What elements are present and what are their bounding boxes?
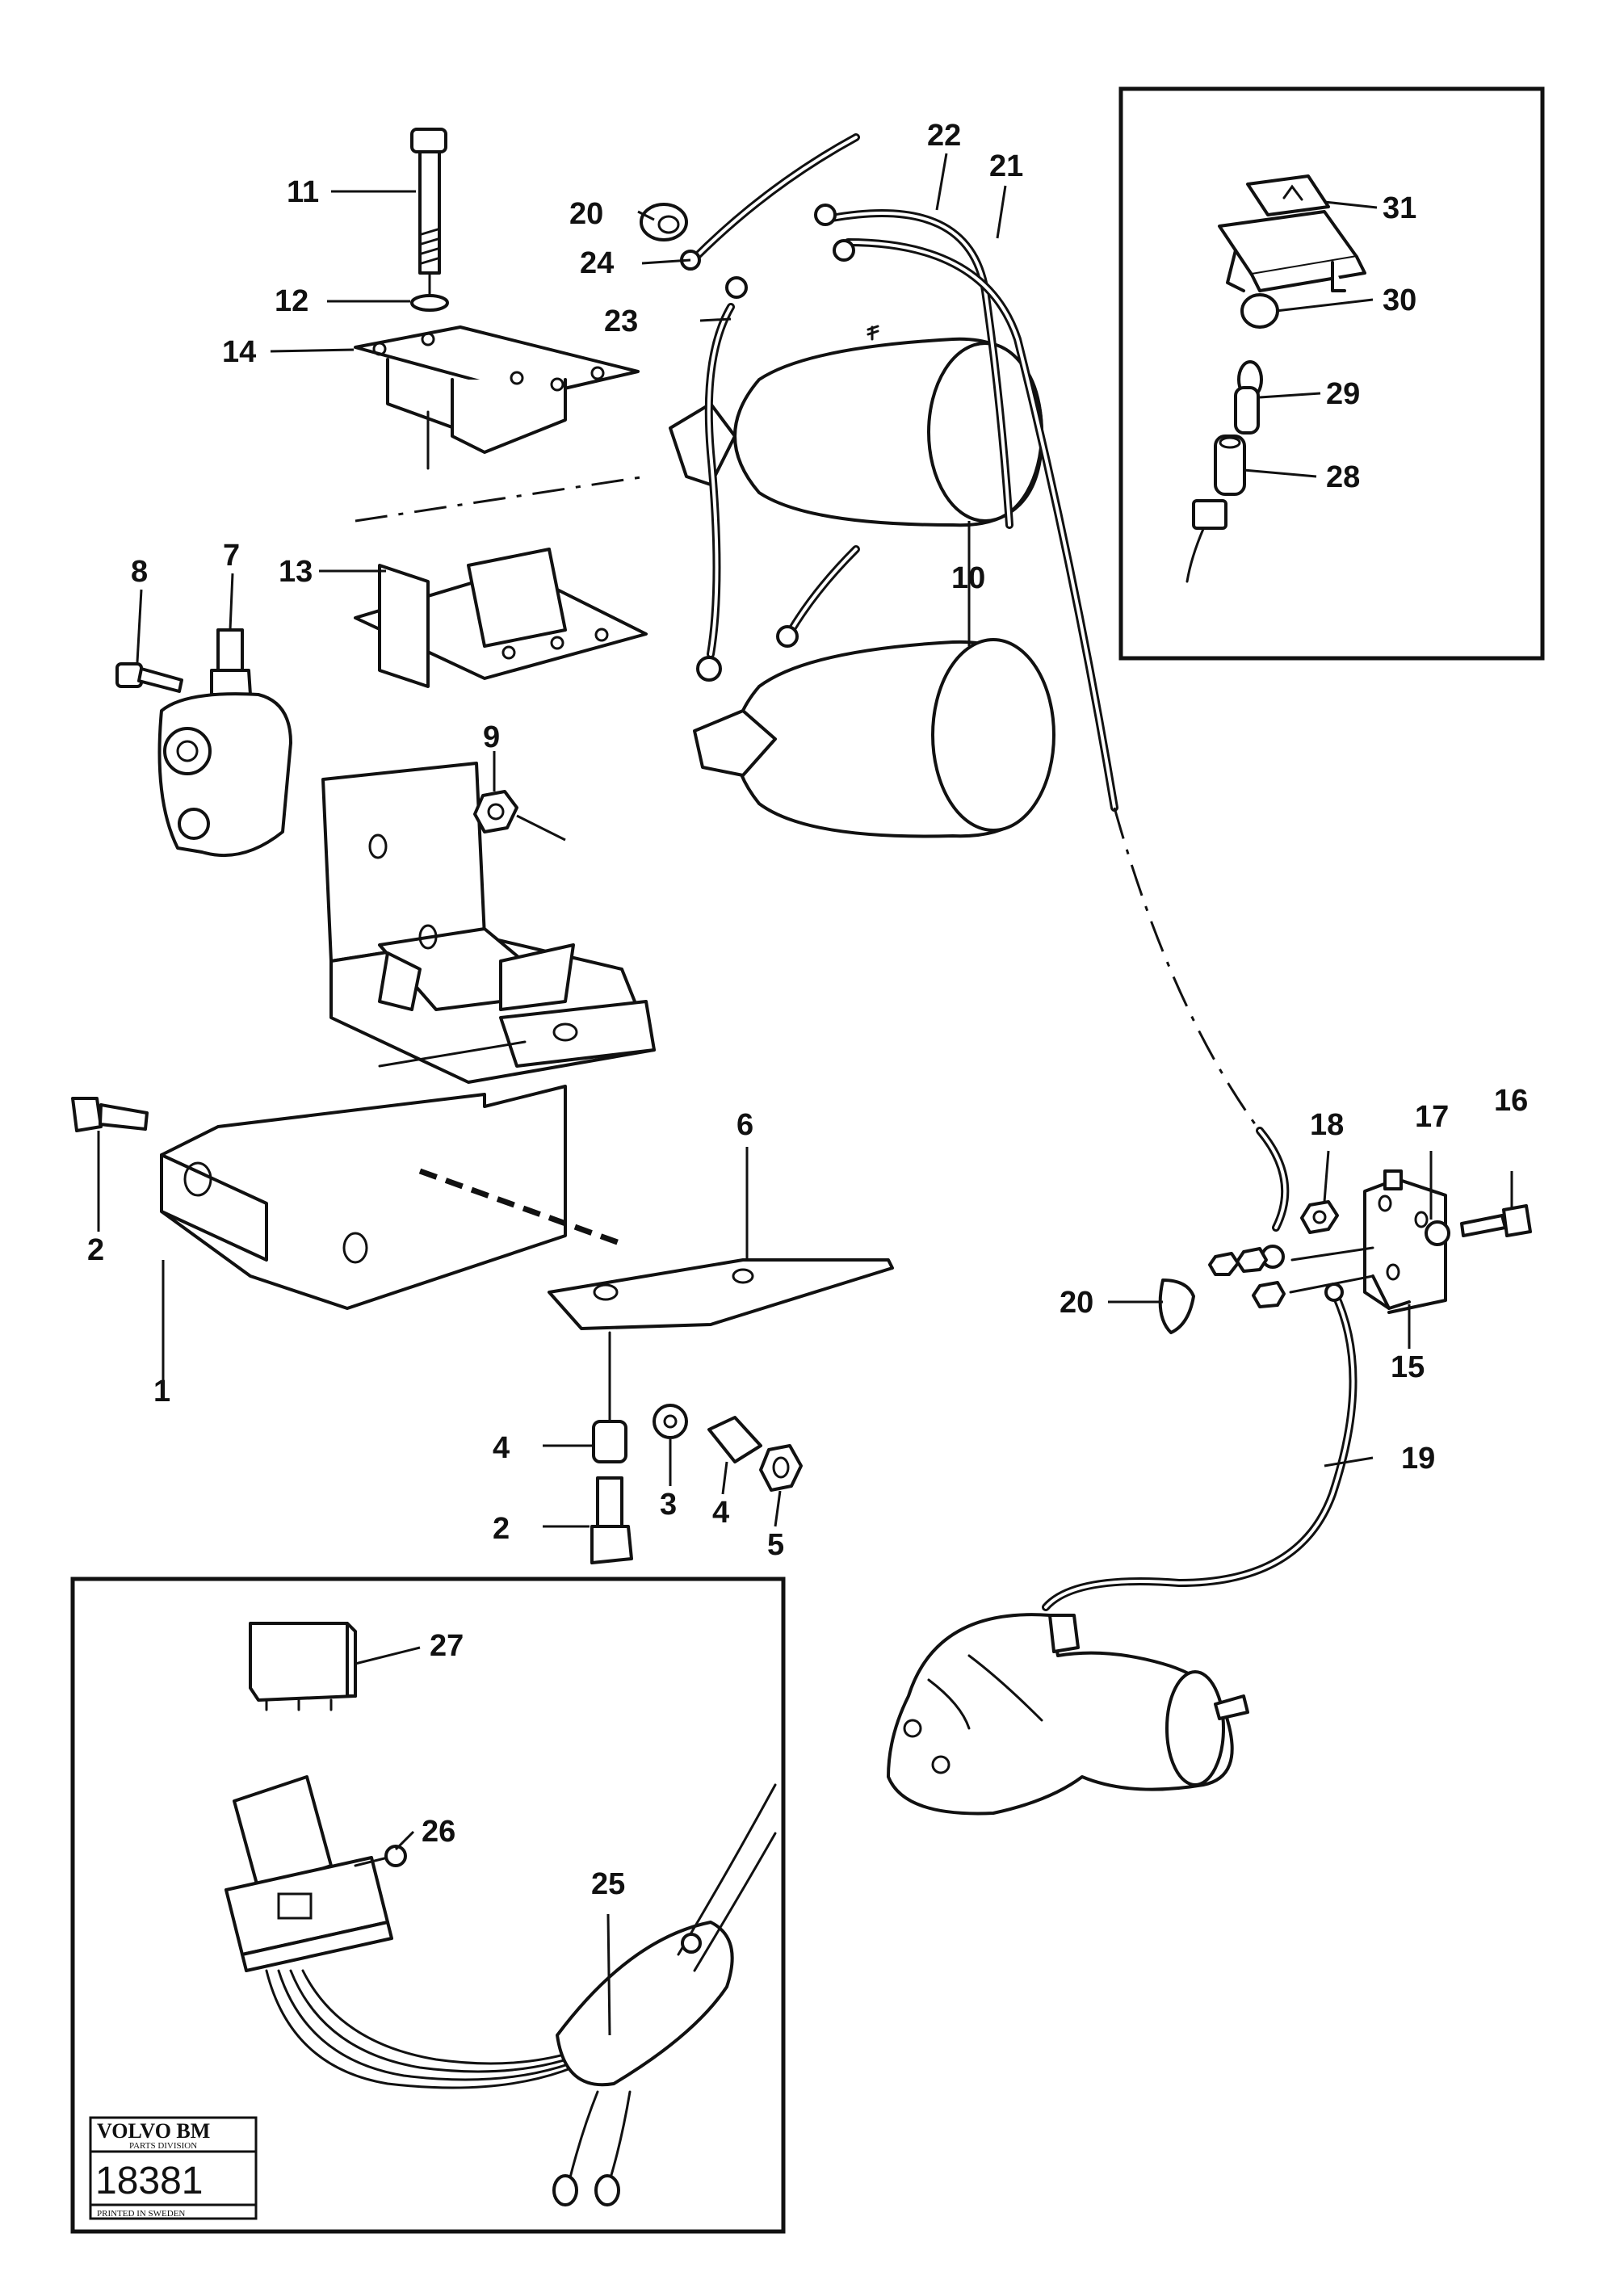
lamp-switch-part-31	[1246, 174, 1330, 216]
callout-6: 6	[736, 1108, 753, 1142]
starter-motor	[887, 1613, 1249, 1816]
plate-part-6	[548, 1258, 894, 1330]
spacer-part-4-horizontal	[707, 1416, 762, 1463]
bolt-part-8	[115, 662, 183, 693]
callout-31: 31	[1383, 191, 1416, 225]
nut-part-9	[473, 790, 518, 833]
callout-25: 25	[591, 1867, 625, 1901]
nut-part-5	[759, 1444, 803, 1492]
callout-28: 28	[1326, 460, 1360, 494]
cable-cap-part-20-top	[640, 203, 688, 241]
screw-part-16	[1460, 1204, 1532, 1237]
callout-11: 11	[287, 175, 319, 209]
cable-part-21-continuation	[1113, 807, 1261, 1132]
callout-1: 1	[153, 1375, 170, 1409]
inset-frame-top-right	[1118, 86, 1545, 661]
bolt-part-11	[410, 128, 447, 275]
callout-22: 22	[927, 119, 961, 153]
stamp-number: 18381	[95, 2160, 203, 2202]
callout-9: 9	[483, 720, 500, 754]
bulb-part-29	[1234, 360, 1263, 435]
relay-part-27	[249, 1622, 357, 1711]
callout-2-bottom: 2	[493, 1512, 510, 1546]
cable-part-24	[690, 133, 860, 262]
washer-part-17	[1425, 1220, 1450, 1246]
callout-14: 14	[222, 335, 256, 369]
switch-housing-part-30	[1218, 210, 1366, 329]
pressure-switch-part-7	[157, 628, 292, 858]
wiring-harness-part-25	[265, 1783, 777, 2206]
stamp-brand: VOLVO BM	[97, 2119, 210, 2143]
callout-16: 16	[1494, 1084, 1528, 1118]
callout-3: 3	[660, 1488, 677, 1522]
cable-part-19	[1042, 1288, 1358, 1611]
callout-19: 19	[1401, 1442, 1435, 1476]
main-bracket-part-1	[160, 762, 656, 1310]
callout-24: 24	[580, 246, 614, 280]
bolt-part-2-left	[71, 1097, 149, 1132]
callout-29: 29	[1326, 377, 1360, 411]
nut-part-18	[1300, 1200, 1339, 1234]
bulb-holder-part-28	[1185, 435, 1246, 583]
callout-20-bottom: 20	[1060, 1286, 1093, 1320]
inset-frame-bottom-left	[70, 1577, 786, 2234]
stamp-printed: PRINTED IN SWEDEN	[97, 2209, 185, 2219]
callout-7: 7	[223, 539, 240, 573]
callout-17: 17	[1415, 1100, 1449, 1134]
screw-part-26	[354, 1845, 407, 1867]
callout-10: 10	[951, 561, 985, 595]
callout-15: 15	[1391, 1350, 1425, 1384]
relay-socket	[225, 1775, 393, 1972]
spacer-part-4-vertical	[592, 1420, 627, 1463]
callout-4-right: 4	[712, 1496, 729, 1530]
washer-part-3	[653, 1404, 688, 1439]
callout-21: 21	[989, 149, 1023, 183]
volvo-bm-stamp: VOLVO BM PARTS DIVISION 18381 PRINTED IN…	[89, 2116, 258, 2220]
callout-12: 12	[275, 284, 308, 318]
washer-part-12	[410, 294, 449, 312]
stamp-division: PARTS DIVISION	[129, 2141, 197, 2151]
callout-4-left: 4	[493, 1431, 510, 1465]
callout-26: 26	[422, 1815, 455, 1849]
mount-bracket-part-14	[354, 325, 640, 470]
callout-13: 13	[279, 555, 313, 589]
callout-20-top: 20	[569, 197, 603, 231]
callout-30: 30	[1383, 283, 1416, 317]
solenoid-part-10-upper	[669, 325, 1043, 527]
callout-2-left: 2	[87, 1233, 104, 1267]
cable-cap-part-20-bottom	[1158, 1278, 1195, 1334]
solenoid-part-10-lower	[693, 638, 1055, 838]
callout-27: 27	[430, 1629, 464, 1663]
callout-5: 5	[767, 1528, 784, 1562]
callout-23: 23	[604, 304, 638, 338]
callout-8: 8	[131, 555, 148, 589]
bolt-part-2-bottom	[590, 1476, 633, 1564]
callout-18: 18	[1310, 1108, 1344, 1142]
mount-bracket-part-13	[354, 548, 648, 688]
